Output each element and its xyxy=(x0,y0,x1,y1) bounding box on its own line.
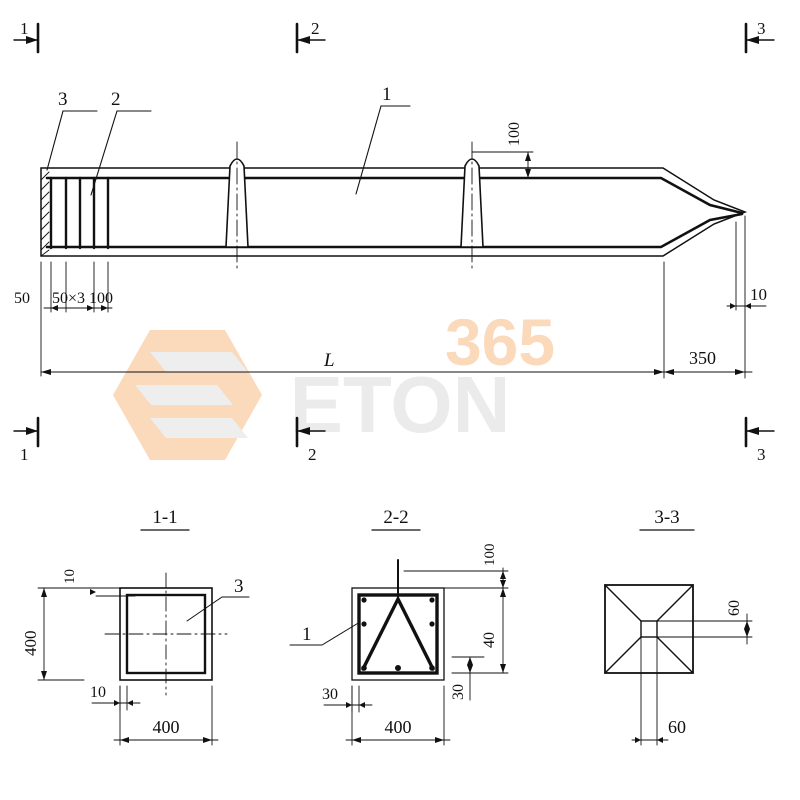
lifting-lug-left xyxy=(225,141,249,271)
section-2-2-dim-top-100-label: 100 xyxy=(482,544,498,567)
dim-head-spacings: 50 50×3 100 xyxy=(14,261,113,377)
pile-longitudinal-view xyxy=(40,141,748,271)
dim-spacing-100-label: 100 xyxy=(89,290,113,307)
leader-3: 3 xyxy=(46,89,98,171)
section-1-1-dim-wall-top-10-label: 10 xyxy=(62,569,78,584)
section-1-1-outer xyxy=(119,587,213,681)
section-3-3-dim-tip-horizontal-60: 60 xyxy=(631,636,686,746)
section-2-2-dim-top-100: 100 xyxy=(403,544,509,592)
section-1-1-title: 1-1 xyxy=(152,507,177,528)
section-2-2-dim-bottom-30-label: 30 xyxy=(450,684,467,700)
watermark-logo xyxy=(113,330,262,460)
dim-total-length-L: L xyxy=(40,261,665,379)
section-1-1-dim-wall-left-10: 10 xyxy=(90,684,141,711)
lifting-lug-right xyxy=(460,141,484,271)
section-2-2-dim-bottom-30: 30 xyxy=(450,656,485,701)
section-1-1-callout-3: 3 xyxy=(186,576,250,622)
section-2-2-cage xyxy=(357,593,439,675)
section-marker-2-bottom-label: 2 xyxy=(308,445,317,464)
pile-outer-outline xyxy=(40,167,748,257)
section-2-2-callout-1-label: 1 xyxy=(302,624,312,645)
pile-head-stirrups xyxy=(49,176,110,250)
section-1-1-dim-width-400-label: 400 xyxy=(153,717,180,737)
leader-1-label: 1 xyxy=(382,84,392,105)
section-2-2-dim-mid-40-label: 40 xyxy=(481,632,498,648)
section-marker-2-top-label: 2 xyxy=(311,19,320,38)
section-1-1-dim-width-400: 400 xyxy=(113,685,219,746)
leader-2: 2 xyxy=(90,89,152,196)
section-2-2: 2-2 1 xyxy=(289,507,509,746)
section-marker-2-top: 2 xyxy=(295,19,326,54)
section-2-2-dim-left-30: 30 xyxy=(322,685,373,713)
section-marker-2-bottom: 2 xyxy=(295,416,326,464)
section-1-1-dim-wall-left-10-label: 10 xyxy=(90,684,106,701)
dim-spacing-50x3-label: 50×3 xyxy=(52,290,85,307)
section-1-1-callout-3-label: 3 xyxy=(234,576,244,597)
section-2-2-callout-1: 1 xyxy=(289,621,361,646)
section-1-1-dim-height-400: 400 xyxy=(21,587,85,681)
pile-inner-outline-top xyxy=(45,176,744,215)
section-3-3-dim-tip-horizontal-60-label: 60 xyxy=(668,717,686,737)
section-2-2-dim-width-400: 400 xyxy=(345,685,451,746)
leader-1: 1 xyxy=(355,84,411,195)
dim-tip-10: 10 xyxy=(726,221,767,311)
dim-total-length-L-label: L xyxy=(323,350,335,371)
section-3-3-apex xyxy=(640,620,658,638)
section-1-1-dim-wall-top-10: 10 xyxy=(62,569,136,597)
dim-tip-350-label: 350 xyxy=(689,348,716,368)
section-marker-1-bottom: 1 xyxy=(13,416,40,464)
section-3-3-dim-tip-vertical-60: 60 xyxy=(649,600,753,645)
section-marker-3-top-label: 3 xyxy=(757,19,766,38)
section-marker-3-top: 3 xyxy=(744,19,775,54)
watermark-eton: ETON xyxy=(290,360,511,449)
section-marker-3-bottom-label: 3 xyxy=(757,445,766,464)
section-2-2-outer xyxy=(351,587,445,681)
section-1-1-dim-height-400-label: 400 xyxy=(21,631,40,657)
leader-3-label: 3 xyxy=(58,89,68,110)
leader-2-label: 2 xyxy=(111,89,121,110)
pile-end-hatch xyxy=(40,171,50,257)
section-marker-1-top: 1 xyxy=(13,19,40,54)
section-1-1-inner xyxy=(125,593,207,675)
section-2-2-bracing xyxy=(361,595,435,671)
section-2-2-dim-mid-40: 40 xyxy=(451,587,509,674)
dim-lug-height-100: 100 xyxy=(471,122,541,179)
dim-lug-height-100-label: 100 xyxy=(506,122,523,146)
dim-tip-10-label: 10 xyxy=(750,285,767,304)
section-2-2-title: 2-2 xyxy=(383,507,408,528)
pile-inner-outline-bottom xyxy=(45,212,744,249)
section-2-2-dim-width-400-label: 400 xyxy=(385,717,412,737)
section-2-2-rebar-dots xyxy=(361,597,435,671)
section-marker-3-bottom: 3 xyxy=(744,416,775,464)
section-3-3-outer xyxy=(604,584,694,674)
section-marker-1-top-label: 1 xyxy=(20,19,29,38)
section-3-3: 3-3 60 xyxy=(604,507,753,746)
section-3-3-title: 3-3 xyxy=(654,507,679,528)
dim-tip-350: 350 xyxy=(663,215,753,379)
watermark-365: 365 xyxy=(445,305,555,379)
section-1-1: 1-1 3 10 xyxy=(21,507,250,746)
dim-end-50-label: 50 xyxy=(14,290,30,307)
section-2-2-dim-left-30-label: 30 xyxy=(322,686,338,703)
section-3-3-dim-tip-vertical-60-label: 60 xyxy=(726,600,743,616)
section-marker-1-bottom-label: 1 xyxy=(20,445,29,464)
section-3-3-pyramid-edges xyxy=(604,584,694,674)
